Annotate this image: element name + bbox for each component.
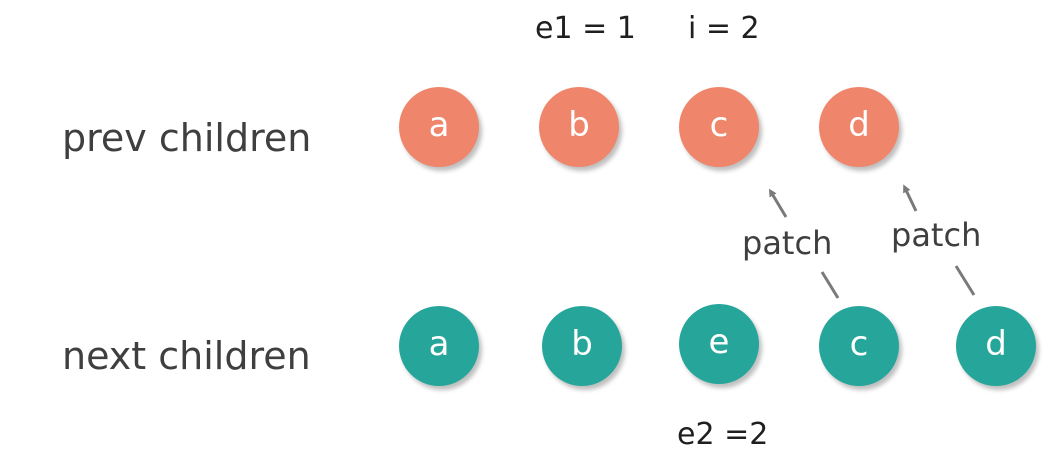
next-node-a-label: a [428,324,450,364]
next-node-a: a [399,306,479,386]
next-node-d-label: d [985,324,1007,364]
next-node-b: b [542,306,622,386]
patch-label-1: patch [742,224,833,262]
next-node-e-label: e [708,322,730,362]
i-marker: i = 2 [688,11,760,46]
prev-node-c: c [679,87,759,167]
prev-node-d: d [819,87,899,167]
next-node-b-label: b [571,324,593,364]
prev-node-d-label: d [848,105,870,145]
next-children-label: next children [62,334,311,378]
e1-marker: e1 = 1 [535,11,636,46]
prev-node-a-label: a [428,105,450,145]
patch-arrow-2-head-segment [903,184,918,212]
prev-node-b: b [539,87,619,167]
prev-node-c-label: c [709,105,729,145]
patch-arrow-1-tail-segment [820,271,840,299]
prev-node-a: a [399,87,479,167]
next-node-c: c [819,306,899,386]
patch-arrow-1-head-segment [768,188,788,218]
prev-node-b-label: b [568,105,590,145]
prev-children-label: prev children [62,116,312,160]
patch-arrow-2-tail-segment [954,265,976,296]
patch-label-2: patch [891,216,982,254]
next-node-d: d [956,306,1036,386]
next-node-c-label: c [849,324,869,364]
next-node-e: e [679,304,759,384]
e2-marker: e2 =2 [677,417,769,452]
